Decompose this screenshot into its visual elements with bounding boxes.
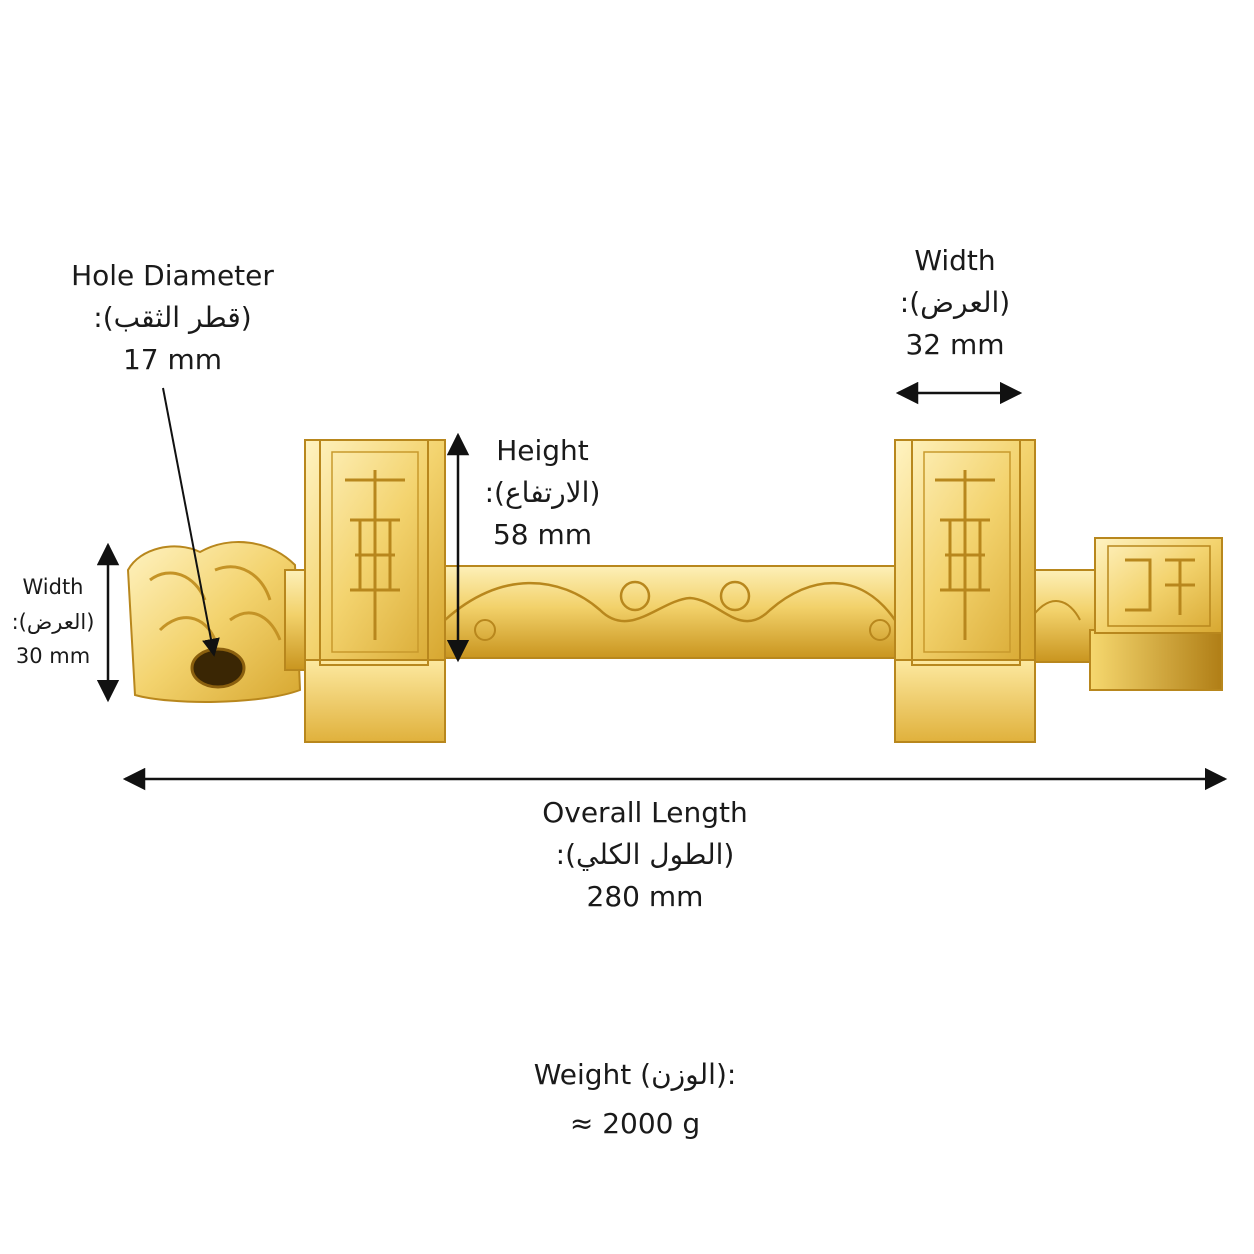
- height-arabic: :(الارتفاع): [484, 476, 601, 509]
- weight-title: Weight (الوزن):: [533, 1058, 737, 1091]
- top-width-arabic: :(العرض): [899, 286, 1011, 319]
- end-cap: [1089, 537, 1223, 691]
- height-label: Height :(الارتفاع) 58 mm: [460, 430, 625, 556]
- top-width-title: Width: [914, 244, 996, 277]
- bar-body: [429, 565, 901, 659]
- weight-value: ≈ 2000 g: [569, 1107, 701, 1140]
- hole-diameter-value: 17 mm: [122, 343, 223, 376]
- height-value: 58 mm: [492, 518, 593, 551]
- knurled-end: [126, 541, 316, 703]
- hole-diameter-arabic: :(قطر الثقب): [93, 301, 252, 334]
- side-width-arabic: :(العرض): [11, 609, 95, 634]
- top-width-value: 32 mm: [905, 328, 1005, 361]
- post-right: [894, 439, 1036, 743]
- weight-label: Weight (الوزن): ≈ 2000 g: [470, 1050, 800, 1148]
- overall-length-title: Overall Length: [542, 796, 748, 829]
- side-width-value: 30 mm: [15, 644, 91, 669]
- post-left: [304, 439, 446, 743]
- hole-diameter-title: Hole Diameter: [71, 259, 274, 292]
- top-width-label: Width :(العرض) 32 mm: [860, 240, 1050, 366]
- side-width-title: Width: [22, 575, 84, 599]
- height-title: Height: [496, 434, 589, 467]
- hole-leader-arrow: [162, 387, 220, 657]
- overall-length-label: Overall Length :(الطول الكلي) 280 mm: [500, 792, 790, 918]
- side-width-label: Width :(العرض) 30 mm: [0, 570, 106, 674]
- overall-length-value: 280 mm: [586, 880, 704, 913]
- overall-length-arabic: :(الطول الكلي): [555, 838, 735, 871]
- hole-diameter-label: Hole Diameter :(قطر الثقب) 17 mm: [40, 255, 305, 381]
- hole: [190, 647, 246, 689]
